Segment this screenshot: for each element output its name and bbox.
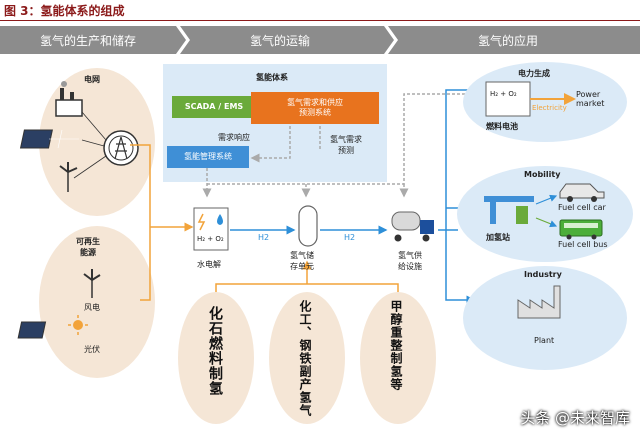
demand-forecast-label: 氢气需求 预测 — [330, 135, 362, 155]
management-label: 氢能管理系统 — [184, 152, 232, 161]
grid-connector-1 — [81, 111, 107, 141]
watermark: 头条 @未来智库 — [520, 409, 630, 427]
stage-header-1 — [0, 26, 186, 54]
source-oval-methanol — [360, 292, 436, 424]
wind-label: 风电 — [84, 303, 100, 312]
grid-connector-2 — [81, 139, 105, 147]
source-oval-fossil — [178, 292, 254, 424]
renewable-label: 可再生 能源 — [76, 237, 100, 257]
plant-label: Plant — [534, 336, 555, 345]
stage-header-bar — [0, 26, 640, 54]
supply-label: 氢气供 给设施 — [398, 251, 422, 271]
factory-icon — [55, 81, 83, 117]
h2-label-2: H2 — [344, 233, 356, 242]
stage-label-application: 氢气的应用 — [478, 34, 539, 48]
fuel-cell-icon — [485, 81, 531, 117]
solar-label: 光伏 — [84, 345, 100, 354]
grid-label: 电网 — [84, 75, 100, 84]
scada-label: SCADA / EMS — [184, 102, 244, 111]
grid-connector-3 — [73, 155, 107, 179]
orange-feed-line — [130, 144, 151, 301]
wind-turbine-icon — [59, 162, 78, 192]
stage-label-production: 氢气的生产和储存 — [40, 34, 137, 48]
figure-title: 图 3：氢能体系的组成 — [4, 4, 125, 18]
scada-box — [172, 96, 256, 118]
industry-title: Industry — [524, 270, 562, 279]
stage-header-3 — [388, 26, 640, 54]
dashed-response-line — [250, 126, 291, 163]
electrolysis-label: 水电解 — [197, 260, 221, 269]
demand-supply-label: 氢气需求和供应 预测系统 — [287, 98, 343, 117]
source-byproduct-text: 化工、钢铁副产氢气 — [298, 300, 312, 417]
wind-turbine-icon — [83, 269, 101, 298]
station-to-car — [535, 194, 558, 205]
storage-label: 氢气储 存单元 — [290, 251, 314, 271]
station-label: 加氢站 — [486, 233, 510, 242]
electricity-label: Electricity — [532, 104, 567, 112]
system-title: 氢能体系 — [256, 73, 288, 82]
solar-panel-icon — [17, 321, 47, 339]
source-oval-byproduct — [269, 292, 345, 424]
h2-dist-industry — [445, 230, 476, 305]
fuel-cell-car-icon — [559, 183, 605, 202]
renewable-oval — [39, 226, 155, 378]
power-title: 电力生成 — [518, 69, 550, 78]
tanker-truck-icon — [391, 211, 434, 242]
electrolysis-icon — [193, 207, 229, 251]
fuel-cell-h2o2: H₂ + O₂ — [490, 90, 517, 98]
station-to-bus — [535, 217, 558, 228]
industrial-plant-icon — [517, 285, 561, 319]
sun-icon — [68, 315, 88, 335]
fuel-cell-bus-label: Fuel cell bus — [558, 240, 608, 249]
fuel-cell-car-label: Fuel cell car — [558, 203, 606, 212]
source-collector — [215, 283, 399, 292]
storage-tank-icon — [298, 205, 318, 247]
source-methanol-text: 甲醇重整制氢等 — [389, 300, 403, 391]
power-market-label: Power market — [576, 90, 605, 108]
title-divider — [0, 20, 640, 21]
mobility-title: Mobility — [524, 170, 561, 179]
stage-label-transport: 氢气的运输 — [250, 34, 311, 48]
solar-panel-icon — [19, 129, 79, 149]
source-fossil-text: 化石燃料制氢 — [207, 306, 223, 396]
fuel-cell-label: 燃料电池 — [486, 122, 518, 131]
hydrogen-station-icon — [484, 196, 534, 224]
stage-header-2 — [180, 26, 394, 54]
h2-o2-label: H₂ + O₂ — [197, 235, 224, 243]
management-box — [167, 146, 249, 168]
dashed-to-power — [207, 89, 482, 185]
demand-supply-box — [251, 92, 379, 124]
transmission-tower-icon — [103, 130, 139, 166]
h2-label-1: H2 — [258, 233, 270, 242]
fuel-cell-bus-icon — [559, 219, 603, 240]
response-label: 需求响应 — [218, 133, 250, 142]
